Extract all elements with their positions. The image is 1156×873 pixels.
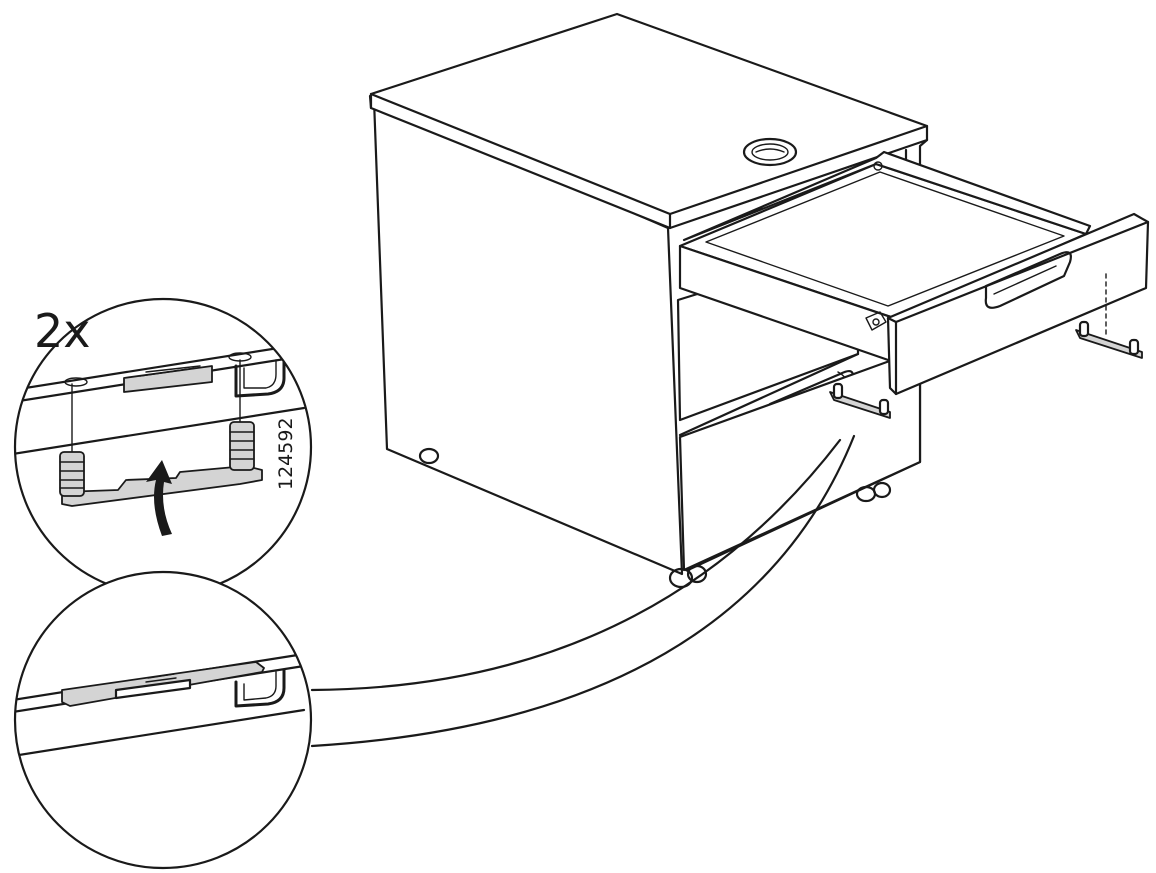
top-drawer-handle — [984, 251, 1072, 309]
drawer-stop-clip — [1075, 273, 1143, 359]
caster-wheels — [418, 447, 892, 589]
part-number: 124592 — [275, 417, 297, 490]
zoom-callout-before — [13, 297, 313, 597]
clip-peg-right — [229, 421, 255, 471]
quantity-label: 2x — [34, 304, 91, 358]
clip-peg-left — [59, 451, 85, 497]
cable-grommet-icon — [742, 137, 798, 167]
rotate-arrow-icon — [146, 460, 172, 536]
callout-connector — [310, 434, 856, 748]
drawer-stop-clip-installed — [829, 382, 891, 419]
drawer-cabinet-illustration — [368, 12, 1150, 589]
open-top-drawer — [678, 150, 1150, 396]
top-drawer-front — [886, 212, 1150, 396]
zoom-callout-after — [13, 570, 313, 870]
